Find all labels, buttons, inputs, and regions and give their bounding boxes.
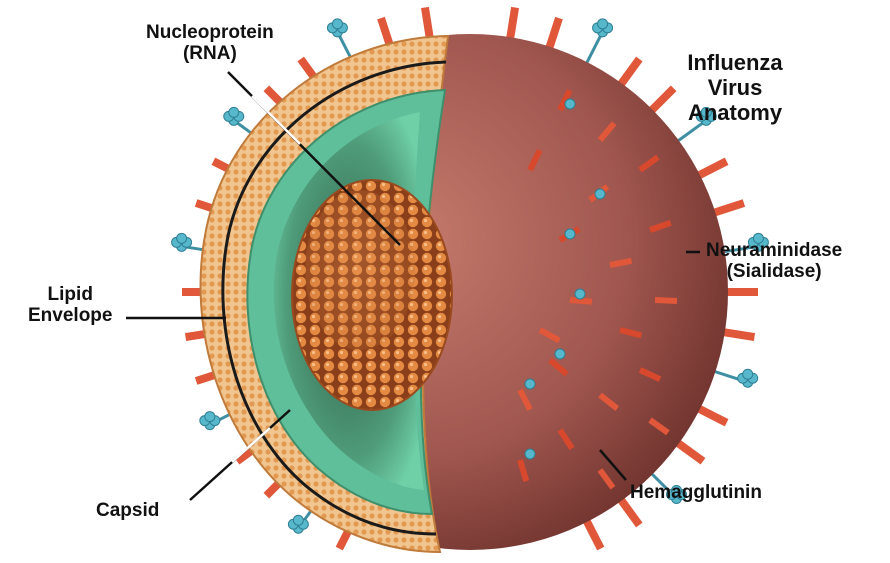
- label-neuraminidase: Neuraminidase (Sialidase): [706, 240, 842, 282]
- hemagglutinin-spike: [570, 300, 592, 302]
- neuraminidase-head: [332, 19, 342, 29]
- neuraminidase-head: [743, 369, 753, 379]
- nucleoprotein-highlight: [305, 190, 415, 350]
- neuraminidase-head: [575, 289, 585, 299]
- label-lipid-envelope-line-2: Envelope: [28, 305, 112, 326]
- label-lipid-envelope-line-1: Lipid: [28, 284, 112, 305]
- neuraminidase-head: [565, 99, 575, 109]
- label-lipid-envelope: Lipid Envelope: [28, 284, 112, 326]
- label-neuraminidase-line-2: (Sialidase): [706, 261, 842, 282]
- label-hemagglutinin: Hemagglutinin: [630, 482, 762, 503]
- neuraminidase-head: [293, 515, 303, 525]
- title-line-1: Influenza: [680, 50, 790, 75]
- label-capsid-text: Capsid: [96, 500, 159, 521]
- neuraminidase-head: [565, 229, 575, 239]
- neuraminidase-head: [205, 412, 215, 422]
- label-neuraminidase-line-1: Neuraminidase: [706, 240, 842, 261]
- neuraminidase-head: [229, 107, 239, 117]
- diagram-title: Influenza Virus Anatomy: [680, 50, 790, 125]
- label-hemagglutinin-text: Hemagglutinin: [630, 482, 762, 503]
- hemagglutinin-spike: [610, 261, 632, 265]
- neuraminidase-head: [555, 349, 565, 359]
- neuraminidase-head: [595, 189, 605, 199]
- neuraminidase-head: [525, 379, 535, 389]
- label-nucleoprotein-line-2: (RNA): [146, 43, 274, 64]
- label-nucleoprotein: Nucleoprotein (RNA): [146, 22, 274, 64]
- neuraminidase-head: [598, 19, 608, 29]
- label-nucleoprotein-line-1: Nucleoprotein: [146, 22, 274, 43]
- label-capsid: Capsid: [96, 500, 159, 521]
- neuraminidase-head: [177, 233, 187, 243]
- neuraminidase-head: [525, 449, 535, 459]
- hemagglutinin-spike: [655, 300, 677, 301]
- title-line-3: Anatomy: [680, 100, 790, 125]
- title-line-2: Virus: [680, 75, 790, 100]
